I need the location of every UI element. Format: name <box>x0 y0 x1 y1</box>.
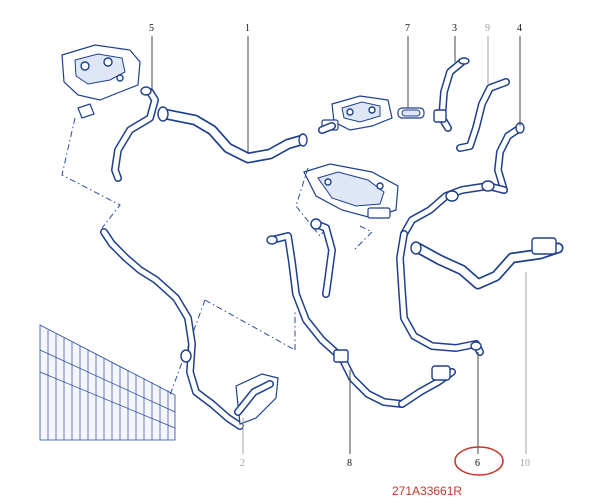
water-valve-assembly <box>303 163 399 219</box>
callout-6: 6 <box>475 458 480 469</box>
pipe-connector <box>397 107 425 119</box>
part-number-label: 271A33661R <box>392 484 463 498</box>
hose-9 <box>456 78 510 152</box>
hose-1 <box>157 106 308 164</box>
callout-1: 1 <box>245 23 250 34</box>
callout-2: 2 <box>240 458 245 469</box>
callout-7: 7 <box>405 23 410 34</box>
hose-6 <box>396 230 484 356</box>
hose-5 <box>111 86 159 182</box>
hose-2 <box>100 228 279 430</box>
hose-4 <box>494 122 525 194</box>
dashed-line <box>61 117 121 229</box>
hose-8 <box>266 232 456 408</box>
radiator <box>39 324 176 441</box>
hose-valve-branch <box>310 218 336 298</box>
dashed-line <box>169 299 296 396</box>
highlight-circle <box>454 446 504 476</box>
hose-10 <box>410 237 564 290</box>
callout-4: 4 <box>517 23 522 34</box>
callout-5: 5 <box>149 23 154 34</box>
callout-10: 10 <box>520 458 530 469</box>
callout-9: 9 <box>485 23 490 34</box>
hose-short <box>318 122 336 134</box>
hose-3 <box>433 57 470 132</box>
hose-upper-right <box>400 180 508 238</box>
engine-housing <box>61 44 141 119</box>
callout-8: 8 <box>347 458 352 469</box>
dashed-line <box>353 225 373 251</box>
callout-3: 3 <box>452 23 457 34</box>
leader-lines <box>151 36 527 454</box>
